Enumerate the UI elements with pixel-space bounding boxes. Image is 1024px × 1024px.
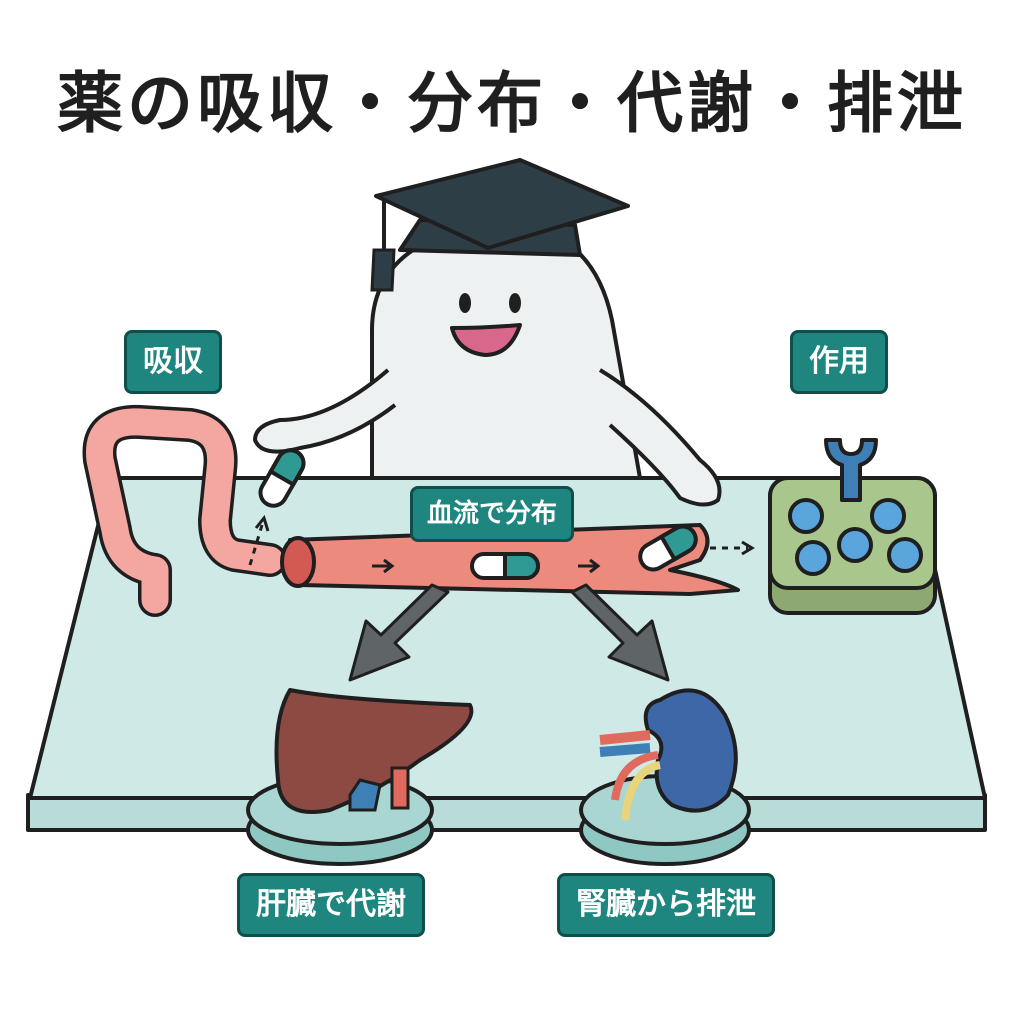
mouth (450, 323, 522, 357)
label-metabolism: 肝臓で代謝 (237, 873, 425, 937)
label-absorption: 吸収 (124, 330, 222, 394)
capsule-icon (258, 448, 306, 508)
label-action: 作用 (790, 330, 888, 394)
arrow-icon (248, 514, 755, 566)
page-title: 薬の吸収・分布・代謝・排泄 (57, 65, 967, 142)
graduation-cap-icon (370, 158, 630, 292)
liver (246, 688, 474, 866)
capsule-icon (638, 524, 698, 572)
eye-right (509, 293, 521, 313)
intestine (82, 404, 287, 617)
capsule-icon (470, 552, 540, 580)
eye-left (459, 293, 471, 313)
arrow-icon (348, 583, 670, 682)
kidney (579, 688, 751, 866)
label-distribution: 血流で分布 (410, 486, 575, 542)
receptor (768, 438, 937, 615)
character (253, 222, 722, 507)
label-excretion: 腎臓から排泄 (557, 873, 775, 937)
